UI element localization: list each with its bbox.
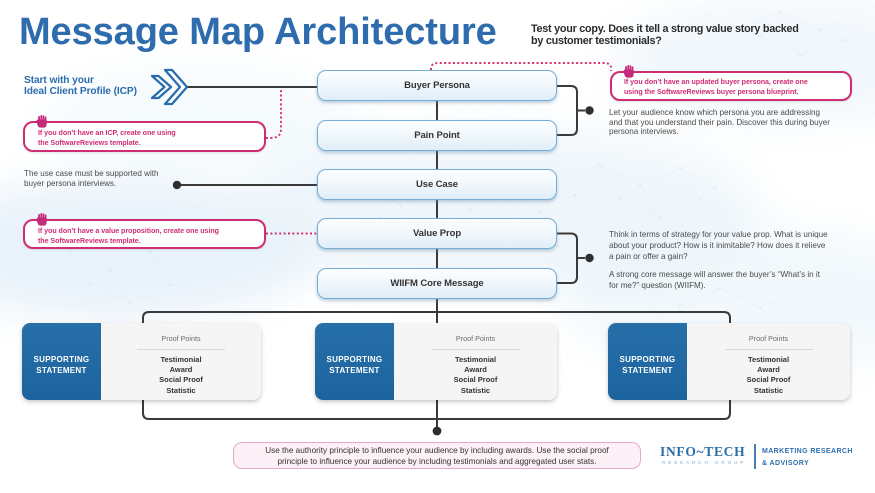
proof-points-panel: Proof Points Testimonial Award Social Pr…	[687, 323, 850, 400]
divider	[137, 349, 225, 350]
page-title: Message Map Architecture	[19, 11, 497, 53]
division-label: MARKETING RESEARCH & ADVISORY	[762, 448, 853, 467]
flow-box-use-case: Use Case	[317, 169, 557, 200]
flow-box-pain-point: Pain Point	[317, 120, 557, 151]
pushpin-icon	[36, 115, 48, 128]
header-note: Test your copy. Does it tell a strong va…	[531, 23, 799, 48]
flow-box-wiifm: WIIFM Core Message	[317, 268, 557, 299]
proof-points-items: Testimonial Award Social Proof Statistic	[453, 355, 498, 395]
note-wiifm: A strong core message will answer the bu…	[609, 270, 820, 290]
flow-box-value-prop: Value Prop	[317, 218, 557, 249]
pushpin-icon	[623, 65, 635, 78]
callout-authority: Use the authority principle to influence…	[233, 442, 641, 469]
proof-points-title: Proof Points	[748, 334, 789, 343]
start-label: Start with your Ideal Client Profile (IC…	[24, 75, 137, 97]
note-use-case: The use case must be supported with buye…	[24, 169, 159, 188]
proof-points-panel: Proof Points Testimonial Award Social Pr…	[101, 323, 261, 400]
divider	[431, 349, 520, 350]
proof-points-items: Testimonial Award Social Proof Statistic	[159, 355, 203, 395]
logo-divider	[754, 444, 756, 469]
proof-points-title: Proof Points	[455, 334, 496, 343]
note-value-think: Think in terms of strategy for your valu…	[609, 230, 828, 261]
callout-icp-text: If you don’t have an ICP, create one usi…	[38, 129, 176, 147]
callout-persona-text: If you don’t have an updated buyer perso…	[624, 78, 808, 96]
flow-box-buyer-persona: Buyer Persona	[317, 70, 557, 101]
proof-points-title: Proof Points	[161, 334, 201, 343]
proof-points-panel: Proof Points Testimonial Award Social Pr…	[394, 323, 557, 400]
proof-points-items: Testimonial Award Social Proof Statistic	[746, 355, 791, 395]
infotech-logo-subtitle: RESEARCH GROUP	[662, 460, 747, 465]
infotech-logo: INFO~TECH	[660, 444, 746, 459]
callout-persona: If you don’t have an updated buyer perso…	[610, 65, 852, 101]
divider	[724, 349, 813, 350]
callout-value-prop: If you don’t have a value proposition, c…	[23, 213, 266, 249]
pushpin-icon	[36, 213, 48, 226]
callout-icp: If you don’t have an ICP, create one usi…	[23, 115, 266, 152]
double-chevron-icon	[150, 68, 189, 106]
note-persona-pain: Let your audience know which persona you…	[609, 108, 830, 136]
callout-value-text: If you don’t have a value proposition, c…	[38, 227, 219, 245]
